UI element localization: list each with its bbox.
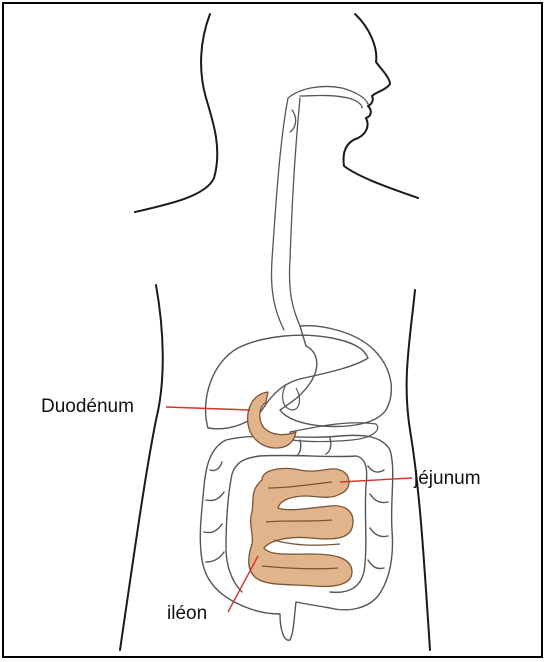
ileon-leader-line — [228, 556, 258, 612]
torso-left-outline — [120, 285, 163, 650]
label-duodenum: Duodénum — [41, 397, 134, 416]
esophagus-left-wall — [272, 98, 289, 330]
label-jejunum: jéjunum — [414, 469, 481, 488]
stomach-outline — [280, 326, 391, 427]
label-ileon: iléon — [167, 604, 207, 623]
jejunum-leader-line — [340, 478, 412, 482]
liver-outline — [206, 335, 368, 429]
duodenum-segment — [248, 392, 296, 448]
esophagus-right-wall — [289, 98, 300, 326]
head-back-outline — [135, 14, 217, 212]
duodenum-leader-line — [166, 407, 250, 410]
face-profile-outline — [344, 14, 418, 198]
small-intestine — [248, 392, 353, 586]
pancreas-outline — [290, 423, 378, 442]
esophagus — [272, 86, 369, 330]
epiglottis-outline — [290, 110, 296, 132]
pharynx-outline — [300, 96, 362, 109]
